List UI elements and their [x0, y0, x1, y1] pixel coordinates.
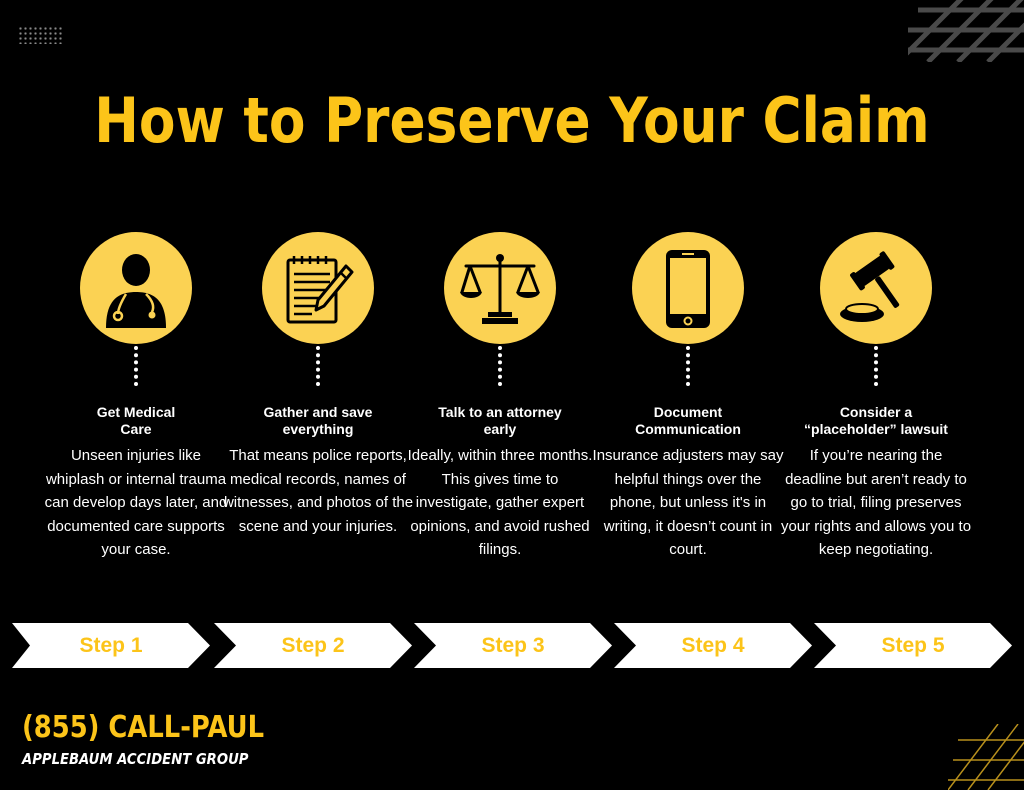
scales-of-justice-icon [460, 254, 540, 324]
dotted-connector [686, 346, 694, 386]
notepad-pencil-icon [286, 256, 354, 324]
doctor-icon [106, 254, 166, 328]
step-chevron-3: Step 3 [414, 623, 612, 668]
step-description: If you’re nearing the deadline but aren’… [780, 447, 972, 558]
step-chevron-4: Step 4 [614, 623, 812, 668]
step-chevron-2: Step 2 [214, 623, 412, 668]
dotted-connector [134, 346, 142, 386]
step-description: Insurance adjusters may say helpful thin… [592, 447, 784, 558]
step-chevron-5: Step 5 [814, 623, 1012, 668]
firm-name: APPLEBAUM ACCIDENT GROUP [22, 750, 249, 768]
dotted-connector [874, 346, 882, 386]
icon-circle [820, 232, 932, 344]
decorative-lattice-top-right [908, 0, 1024, 62]
step-label: Step 1 [79, 634, 143, 657]
icon-circle [444, 232, 556, 344]
dotted-connector [498, 346, 506, 386]
icon-circle [632, 232, 744, 344]
decorative-lattice-bottom-right [948, 724, 1024, 790]
step-chevron-1: Step 1 [12, 623, 210, 668]
step-heading: Consider a“placeholder” lawsuit [804, 404, 948, 437]
step-description: Ideally, within three months. This gives… [407, 447, 593, 558]
decorative-dot-grid [18, 26, 62, 44]
gavel-icon [840, 251, 900, 322]
phone-number: (855) CALL-PAUL [22, 710, 265, 745]
page-title: How to Preserve Your Claim [94, 84, 930, 157]
step-label: Step 2 [281, 634, 345, 657]
icon-circle [262, 232, 374, 344]
step-description: That means police reports, medical recor… [222, 447, 414, 535]
step-description: Unseen injuries like whiplash or interna… [44, 447, 228, 558]
icon-circle [80, 232, 192, 344]
step-label: Step 5 [881, 634, 945, 657]
dotted-connector [316, 346, 324, 386]
step-label: Step 4 [681, 634, 745, 657]
step-label: Step 3 [481, 634, 545, 657]
smartphone-icon [666, 250, 710, 328]
